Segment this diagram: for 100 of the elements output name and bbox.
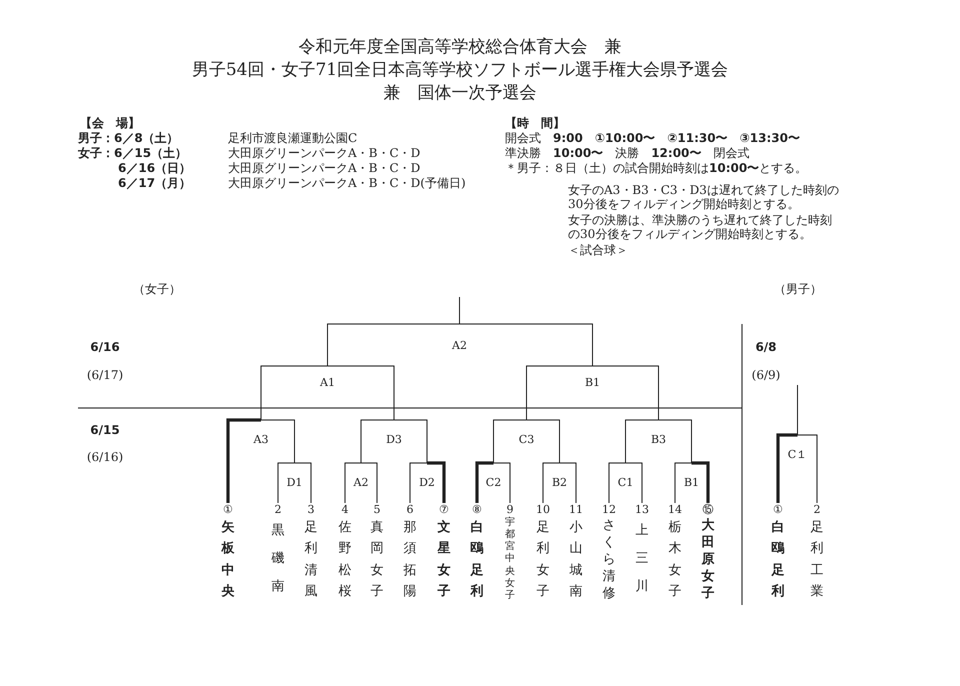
match-label: B2 <box>550 476 568 490</box>
venue-text: 大田原グリーンパークA・B・C・D <box>228 161 420 175</box>
seed-number: ⑦ <box>438 503 450 516</box>
match-label: D1 <box>286 476 304 490</box>
date-label: 女子：6／15（土） <box>78 146 188 160</box>
team-name: 黒磯南 <box>272 522 284 596</box>
team-name: 栃木女子 <box>668 519 682 601</box>
date-label: (6/17) <box>86 368 124 382</box>
note-text: ＊男子：８日（土）の試合開始時刻は10:00〜とする。 <box>505 161 808 175</box>
team-name: 佐野松桜 <box>338 519 352 601</box>
bracket-line <box>459 324 593 366</box>
date-label: 6/15 <box>90 423 120 437</box>
bracket-line <box>542 462 560 504</box>
match-label: C2 <box>484 476 502 490</box>
team-name: 那須拓陽 <box>404 519 416 601</box>
bracket-line <box>674 462 692 504</box>
seed-number: ⑮ <box>702 503 714 516</box>
bracket-line <box>475 461 494 503</box>
date-label: (6/16) <box>86 450 124 464</box>
match-label: D3 <box>385 433 403 447</box>
venue-text: 大田原グリーンパークA・B・C・D <box>228 146 420 160</box>
bracket-line <box>394 420 428 464</box>
seed-number: 11 <box>568 503 584 516</box>
bracket-line <box>776 433 798 503</box>
section-heading: 【時 間】 <box>505 116 565 130</box>
bracket-line <box>260 366 328 420</box>
seed-number: ① <box>222 503 234 516</box>
bracket-line <box>260 420 295 464</box>
seed-number: ⑧ <box>471 503 483 516</box>
team-name: 宇都宮中央女子 <box>505 517 515 602</box>
seed-number: 12 <box>601 503 617 516</box>
date-label: 男子：6／8（土） <box>78 131 179 145</box>
seed-number: 2 <box>274 503 282 516</box>
match-label: A2 <box>451 339 468 353</box>
team-name: 足利清風 <box>304 519 318 601</box>
bracket-line <box>797 384 798 436</box>
bracket-line <box>692 461 710 503</box>
schedule-text: 準決勝 10:00〜 決勝 12:00〜 閉会式 <box>505 146 750 160</box>
team-name: 大田原女子 <box>702 517 714 602</box>
venue-text: 足利市渡良瀬運動公園C <box>228 131 358 145</box>
note-text: 女子の決勝は、準決勝のうち遅れて終了した時刻の30分後をフィルディング開始時刻とする。 <box>568 213 833 241</box>
bracket-line <box>658 420 692 464</box>
date-label: 6／17（月） <box>118 176 192 190</box>
bracket-line <box>526 420 560 464</box>
schedule-text: 開会式 9:00 ①10:00〜 ②11:30〜 ③13:30〜 <box>505 131 800 145</box>
team-name: 白鴎足利 <box>470 519 484 601</box>
bracket-line <box>625 462 642 504</box>
match-label: A3 <box>252 433 270 447</box>
section-label: （女子） <box>133 282 181 296</box>
bracket-line <box>592 366 659 420</box>
team-name: 真岡女子 <box>370 519 384 601</box>
match-label: B1 <box>584 376 602 390</box>
seed-number: 14 <box>667 503 683 516</box>
seed-number: 13 <box>634 503 650 516</box>
bracket-line <box>360 420 394 464</box>
seed-number: ① <box>772 503 784 516</box>
bracket-line <box>327 366 394 420</box>
venue-text: 大田原グリーンパークA・B・C・D(予備日) <box>228 176 466 190</box>
match-label: C1 <box>616 476 634 490</box>
bracket-line <box>559 462 576 504</box>
team-name: 足利工業 <box>810 519 824 601</box>
seed-number: 2 <box>812 503 822 516</box>
bracket-line <box>797 434 818 504</box>
date-label: (6/9) <box>752 368 780 382</box>
bracket-line <box>493 420 527 464</box>
bracket-line <box>410 462 428 504</box>
title: 令和元年度全国高等学校総合体育大会 兼男子54回・女子71回全日本高等学校ソフトボール選手権大会県予選会兼 国体一次予選会 <box>190 36 730 105</box>
date-label: 6／16（日） <box>118 161 192 175</box>
team-name: 文星女子 <box>438 518 450 601</box>
bracket-line <box>625 420 659 464</box>
section-label: （男子） <box>774 282 822 296</box>
date-label: 6/8 <box>755 340 777 354</box>
team-name: 上三川 <box>636 522 648 596</box>
date-label: 6/16 <box>90 340 120 354</box>
match-label: B3 <box>650 433 668 447</box>
note-text: 女子のA3・B3・C3・D3は遅れて終了した時刻の30分後をフィルディング開始時刻とする。 <box>568 183 840 211</box>
seed-number: 9 <box>506 503 514 516</box>
bracket-line <box>608 462 626 504</box>
match-label: D2 <box>418 476 436 490</box>
seed-number: 4 <box>340 503 350 516</box>
team-name: 足利女子 <box>536 519 550 601</box>
team-name: さくら清修 <box>602 517 616 602</box>
match-label: A1 <box>319 376 336 390</box>
note-text: ＜試合球＞ <box>568 243 628 257</box>
bracket-line <box>278 462 295 504</box>
team-name: 小山城南 <box>570 519 582 601</box>
section-heading: 【会 場】 <box>80 116 140 130</box>
match-label: C3 <box>518 433 536 447</box>
bracket-line <box>344 462 362 504</box>
bracket-line <box>526 366 593 420</box>
team-name: 白鴎足利 <box>772 519 784 601</box>
bracket-line <box>427 461 446 503</box>
seed-number: 10 <box>535 503 551 516</box>
seed-number: 3 <box>306 503 316 516</box>
match-label: C１ <box>786 448 808 462</box>
bracket-line <box>493 462 510 504</box>
match-label: A2 <box>352 476 370 490</box>
seed-number: 5 <box>372 503 382 516</box>
bracket-line <box>360 462 378 504</box>
bracket-line <box>226 418 261 503</box>
